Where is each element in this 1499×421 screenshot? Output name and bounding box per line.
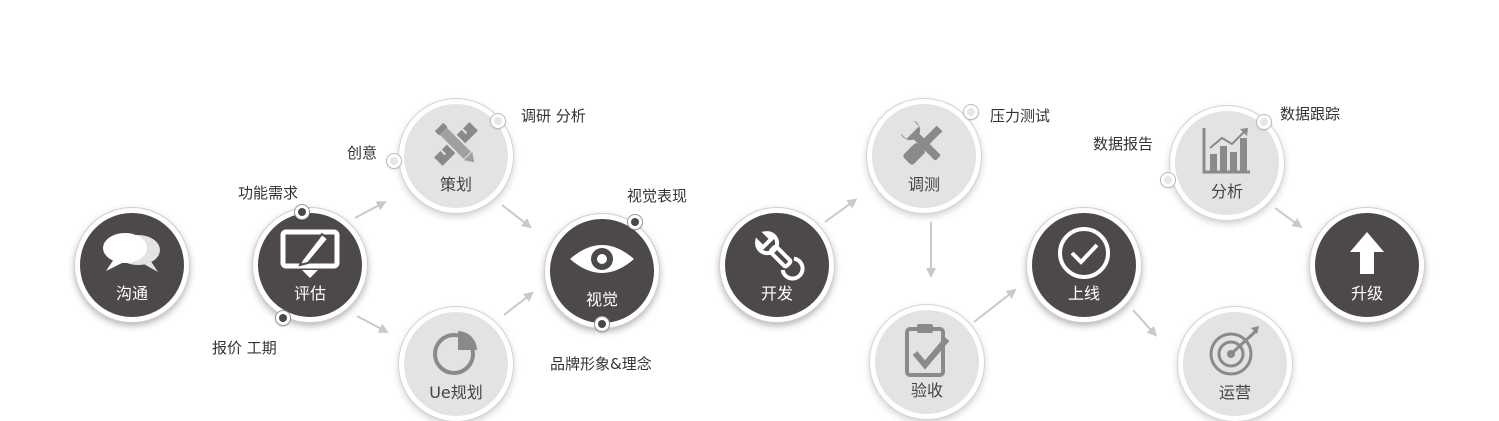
check-circle-icon bbox=[1056, 225, 1112, 285]
annotation-shuju-genzong: 数据跟踪 bbox=[1280, 105, 1341, 123]
speech-bubbles-icon bbox=[100, 230, 164, 280]
annotation-shuju-baogao: 数据报告 bbox=[1093, 135, 1154, 153]
connector-dot bbox=[595, 317, 609, 331]
connector-dot bbox=[491, 114, 505, 128]
arrow-ueguihua-shijue bbox=[503, 287, 538, 316]
node-label: 调测 bbox=[907, 175, 940, 194]
annotation-gongneng-xuqiu: 功能需求 bbox=[238, 184, 299, 202]
annotation-pinpai-xingxiang: 品牌形象&理念 bbox=[550, 355, 652, 373]
bar-chart-icon bbox=[1200, 124, 1254, 182]
arrow-pinggu-ueguihua bbox=[356, 315, 392, 338]
node-label: 升级 bbox=[1350, 284, 1383, 303]
arrow-fenxi-shengji bbox=[1274, 207, 1306, 233]
node-tiaoce: 调测 bbox=[867, 99, 981, 213]
node-kaifa: 开发 bbox=[720, 208, 834, 322]
node-shangxian: 上线 bbox=[1027, 208, 1141, 322]
node-label: 策划 bbox=[439, 175, 472, 194]
pencil-ruler-icon bbox=[429, 117, 483, 175]
pie-chart-icon bbox=[431, 327, 481, 381]
node-label: 评估 bbox=[293, 284, 326, 303]
annotation-baojia-gongqi: 报价 工期 bbox=[212, 339, 277, 357]
connector-dot bbox=[276, 311, 290, 325]
eye-icon bbox=[568, 239, 636, 283]
clipboard-check-icon bbox=[903, 321, 951, 383]
arrow-pinggu-cehua bbox=[354, 196, 390, 219]
target-icon bbox=[1207, 324, 1263, 384]
connector-dot bbox=[1257, 115, 1271, 129]
node-pinggu: 评估 bbox=[253, 208, 367, 322]
annotation-shijue-biaoxian: 视觉表现 bbox=[627, 187, 688, 205]
process-flow-diagram: 沟通 评估 策划 Ue规划 bbox=[75, 99, 1424, 421]
node-label: 运营 bbox=[1218, 383, 1251, 402]
node-label: 验收 bbox=[910, 381, 943, 400]
node-label: Ue规划 bbox=[429, 383, 483, 402]
node-label: 沟通 bbox=[115, 284, 148, 303]
node-label: 上线 bbox=[1067, 284, 1100, 303]
annotation-yali-ceshi: 压力测试 bbox=[990, 107, 1051, 125]
arrow-shangxian-yunying bbox=[1132, 309, 1161, 341]
node-yanshou: 验收 bbox=[870, 305, 984, 419]
node-label: 开发 bbox=[760, 284, 793, 303]
connector-dot bbox=[1161, 173, 1175, 187]
node-shijue: 视觉 bbox=[545, 214, 659, 328]
edit-screen-icon bbox=[278, 226, 342, 284]
up-arrow-icon bbox=[1347, 230, 1387, 280]
node-label: 分析 bbox=[1210, 182, 1243, 201]
wrench-icon bbox=[749, 225, 805, 285]
node-label: 视觉 bbox=[585, 290, 618, 309]
annotation-diaoyan-fenxi: 调研 分析 bbox=[521, 107, 586, 125]
node-goutong: 沟通 bbox=[75, 208, 189, 322]
annotation-chuangyi: 创意 bbox=[347, 144, 378, 162]
arrow-cehua-shijue bbox=[501, 204, 536, 233]
connector-dot bbox=[387, 154, 401, 168]
arrow-kaifa-tiaoce bbox=[824, 194, 861, 223]
connector-dot bbox=[964, 105, 978, 119]
node-fenxi: 分析 bbox=[1170, 106, 1284, 220]
node-yunying: 运营 bbox=[1178, 307, 1292, 421]
node-ueguihua: Ue规划 bbox=[399, 307, 513, 421]
connector-dot bbox=[295, 205, 309, 219]
wrench-screwdriver-icon bbox=[896, 116, 952, 176]
node-shengji: 升级 bbox=[1310, 208, 1424, 322]
arrow-yanshou-shangxian bbox=[973, 284, 1020, 323]
connector-dot bbox=[628, 215, 642, 229]
